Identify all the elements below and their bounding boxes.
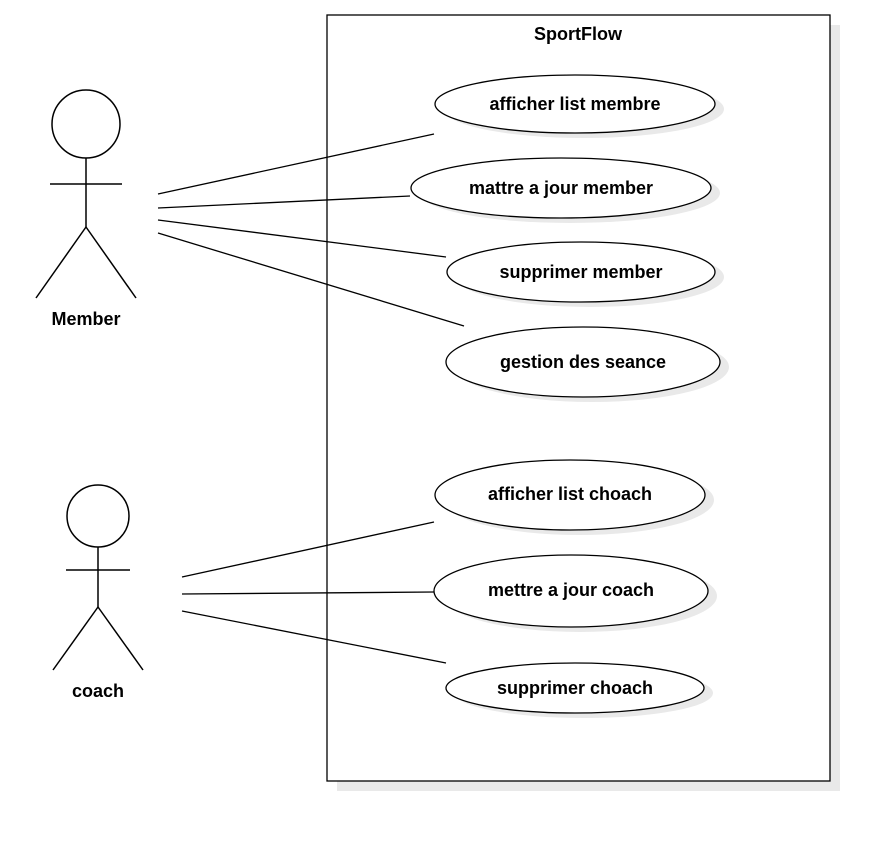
actor-right-leg [97,606,144,671]
association-coach-uc6[interactable] [181,591,435,595]
stick-figure-icon [52,484,144,671]
use-case-label: mettre a jour coach [488,580,654,600]
use-case-label: supprimer choach [497,678,653,698]
association-coach-uc7[interactable] [181,610,447,664]
use-case-ellipse [410,157,712,219]
use-case-label: gestion des seance [500,352,666,372]
use-case-ellipse [446,241,716,303]
member-associations [157,133,465,327]
actor-label: Member [51,309,120,329]
use-case-uc6[interactable]: mettre a jour coach [433,554,717,632]
stick-figure-icon [35,89,137,299]
use-case-ellipse [445,326,721,398]
actor-head [51,89,121,159]
use-case-ellipse [434,459,706,531]
use-case-uc1[interactable]: afficher list membre [434,74,724,138]
actor-left-leg [52,606,99,671]
use-case-uc3[interactable]: supprimer member [446,241,724,307]
actor-member[interactable]: Member [35,89,137,329]
actor-label: coach [72,681,124,701]
association-member-uc2[interactable] [157,195,411,209]
use-case-label: afficher list choach [488,484,652,504]
use-case-label: supprimer member [499,262,662,282]
association-coach-uc5[interactable] [181,521,435,578]
use-case-uc5[interactable]: afficher list choach [434,459,714,535]
actor-left-leg [35,226,87,299]
use-case-ellipse [433,554,709,628]
actor-right-leg [85,226,137,299]
use-case-ellipse [445,662,705,714]
use-case-label: afficher list membre [489,94,660,114]
use-case-ellipse [434,74,716,134]
system-title: SportFlow [534,24,623,44]
association-member-uc4[interactable] [157,232,465,327]
coach-associations [181,521,447,664]
association-member-uc1[interactable] [157,133,435,195]
use-case-label: mattre a jour member [469,178,653,198]
use-case-uc7[interactable]: supprimer choach [445,662,713,718]
association-member-uc3[interactable] [157,219,447,258]
use-case-uc4[interactable]: gestion des seance [445,326,729,402]
actor-head [66,484,130,548]
actor-coach[interactable]: coach [52,484,144,701]
use-case-uc2[interactable]: mattre a jour member [410,157,720,223]
